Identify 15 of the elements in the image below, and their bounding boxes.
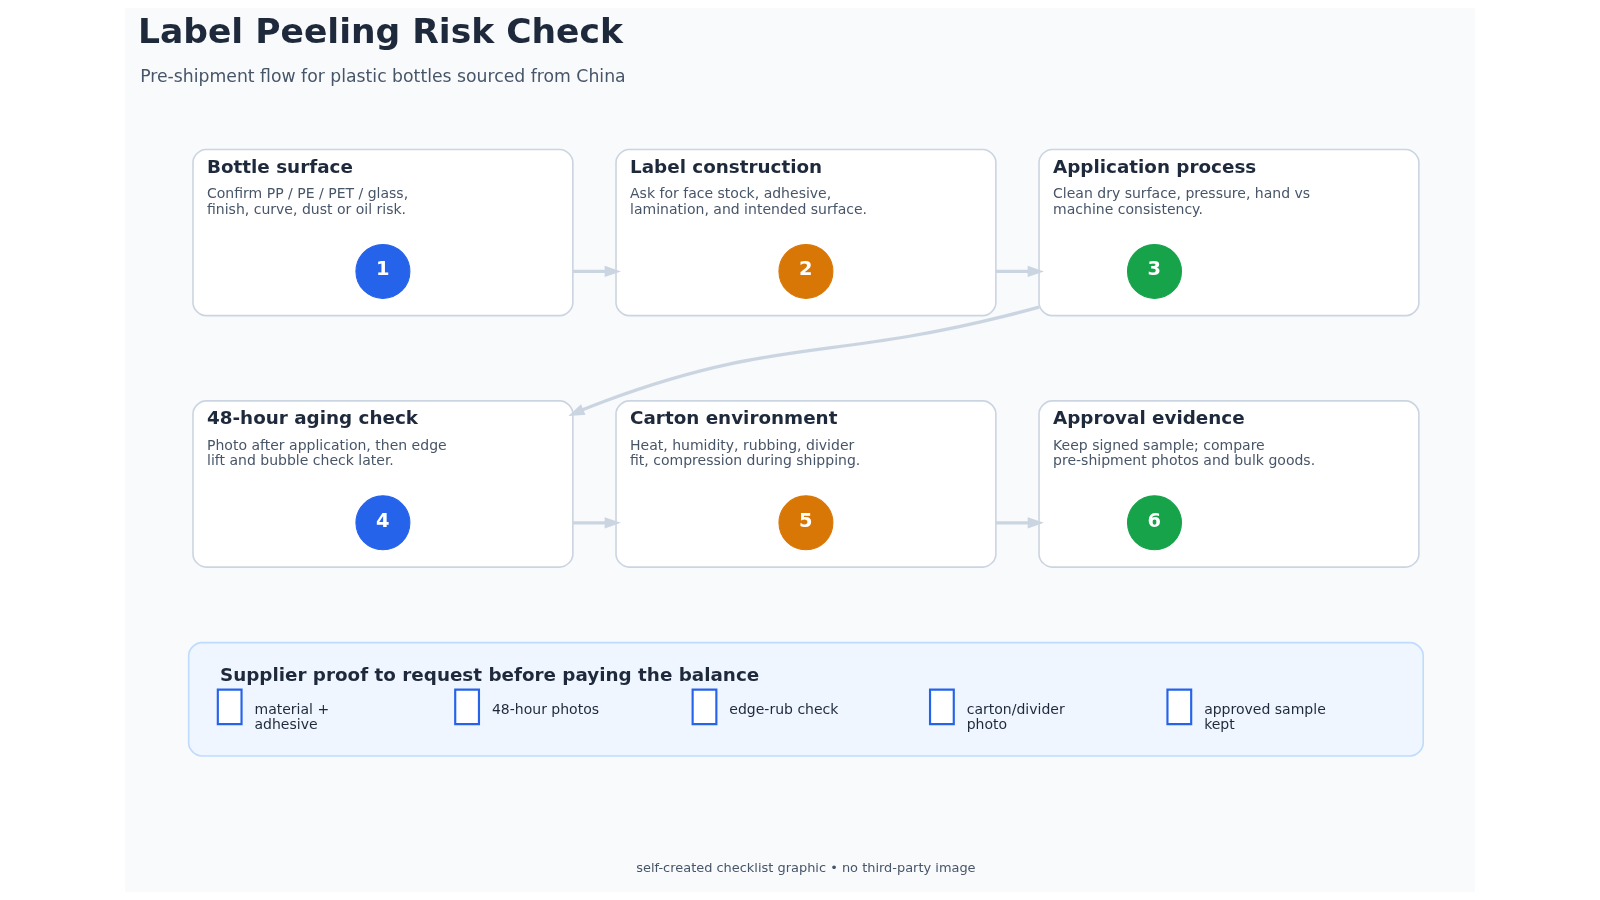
node-circle: 2 — [778, 243, 834, 299]
arrow — [572, 265, 621, 278]
node-circle: 4 — [355, 495, 411, 551]
node-circle: 3 — [1127, 243, 1182, 299]
diagram-title: Label Peeling Risk Check — [137, 11, 623, 52]
node-box: Supplier proof to request before paying the balance material + adhesive 48-hour photos edge-rub check carton/divider photo approved sample kept — [187, 641, 1424, 757]
arrow — [568, 305, 1040, 416]
arrow — [572, 517, 621, 529]
node-circle: 6 — [1127, 495, 1182, 551]
node-circle: 5 — [778, 495, 834, 551]
label: Pre-shipment flow for plastic bottles sourced from China — [140, 66, 626, 87]
node-circle: 1 — [355, 243, 411, 299]
arrow — [995, 517, 1044, 529]
caption: self-created checklist graphic • no third-party image — [636, 859, 976, 875]
arrow — [995, 265, 1044, 278]
